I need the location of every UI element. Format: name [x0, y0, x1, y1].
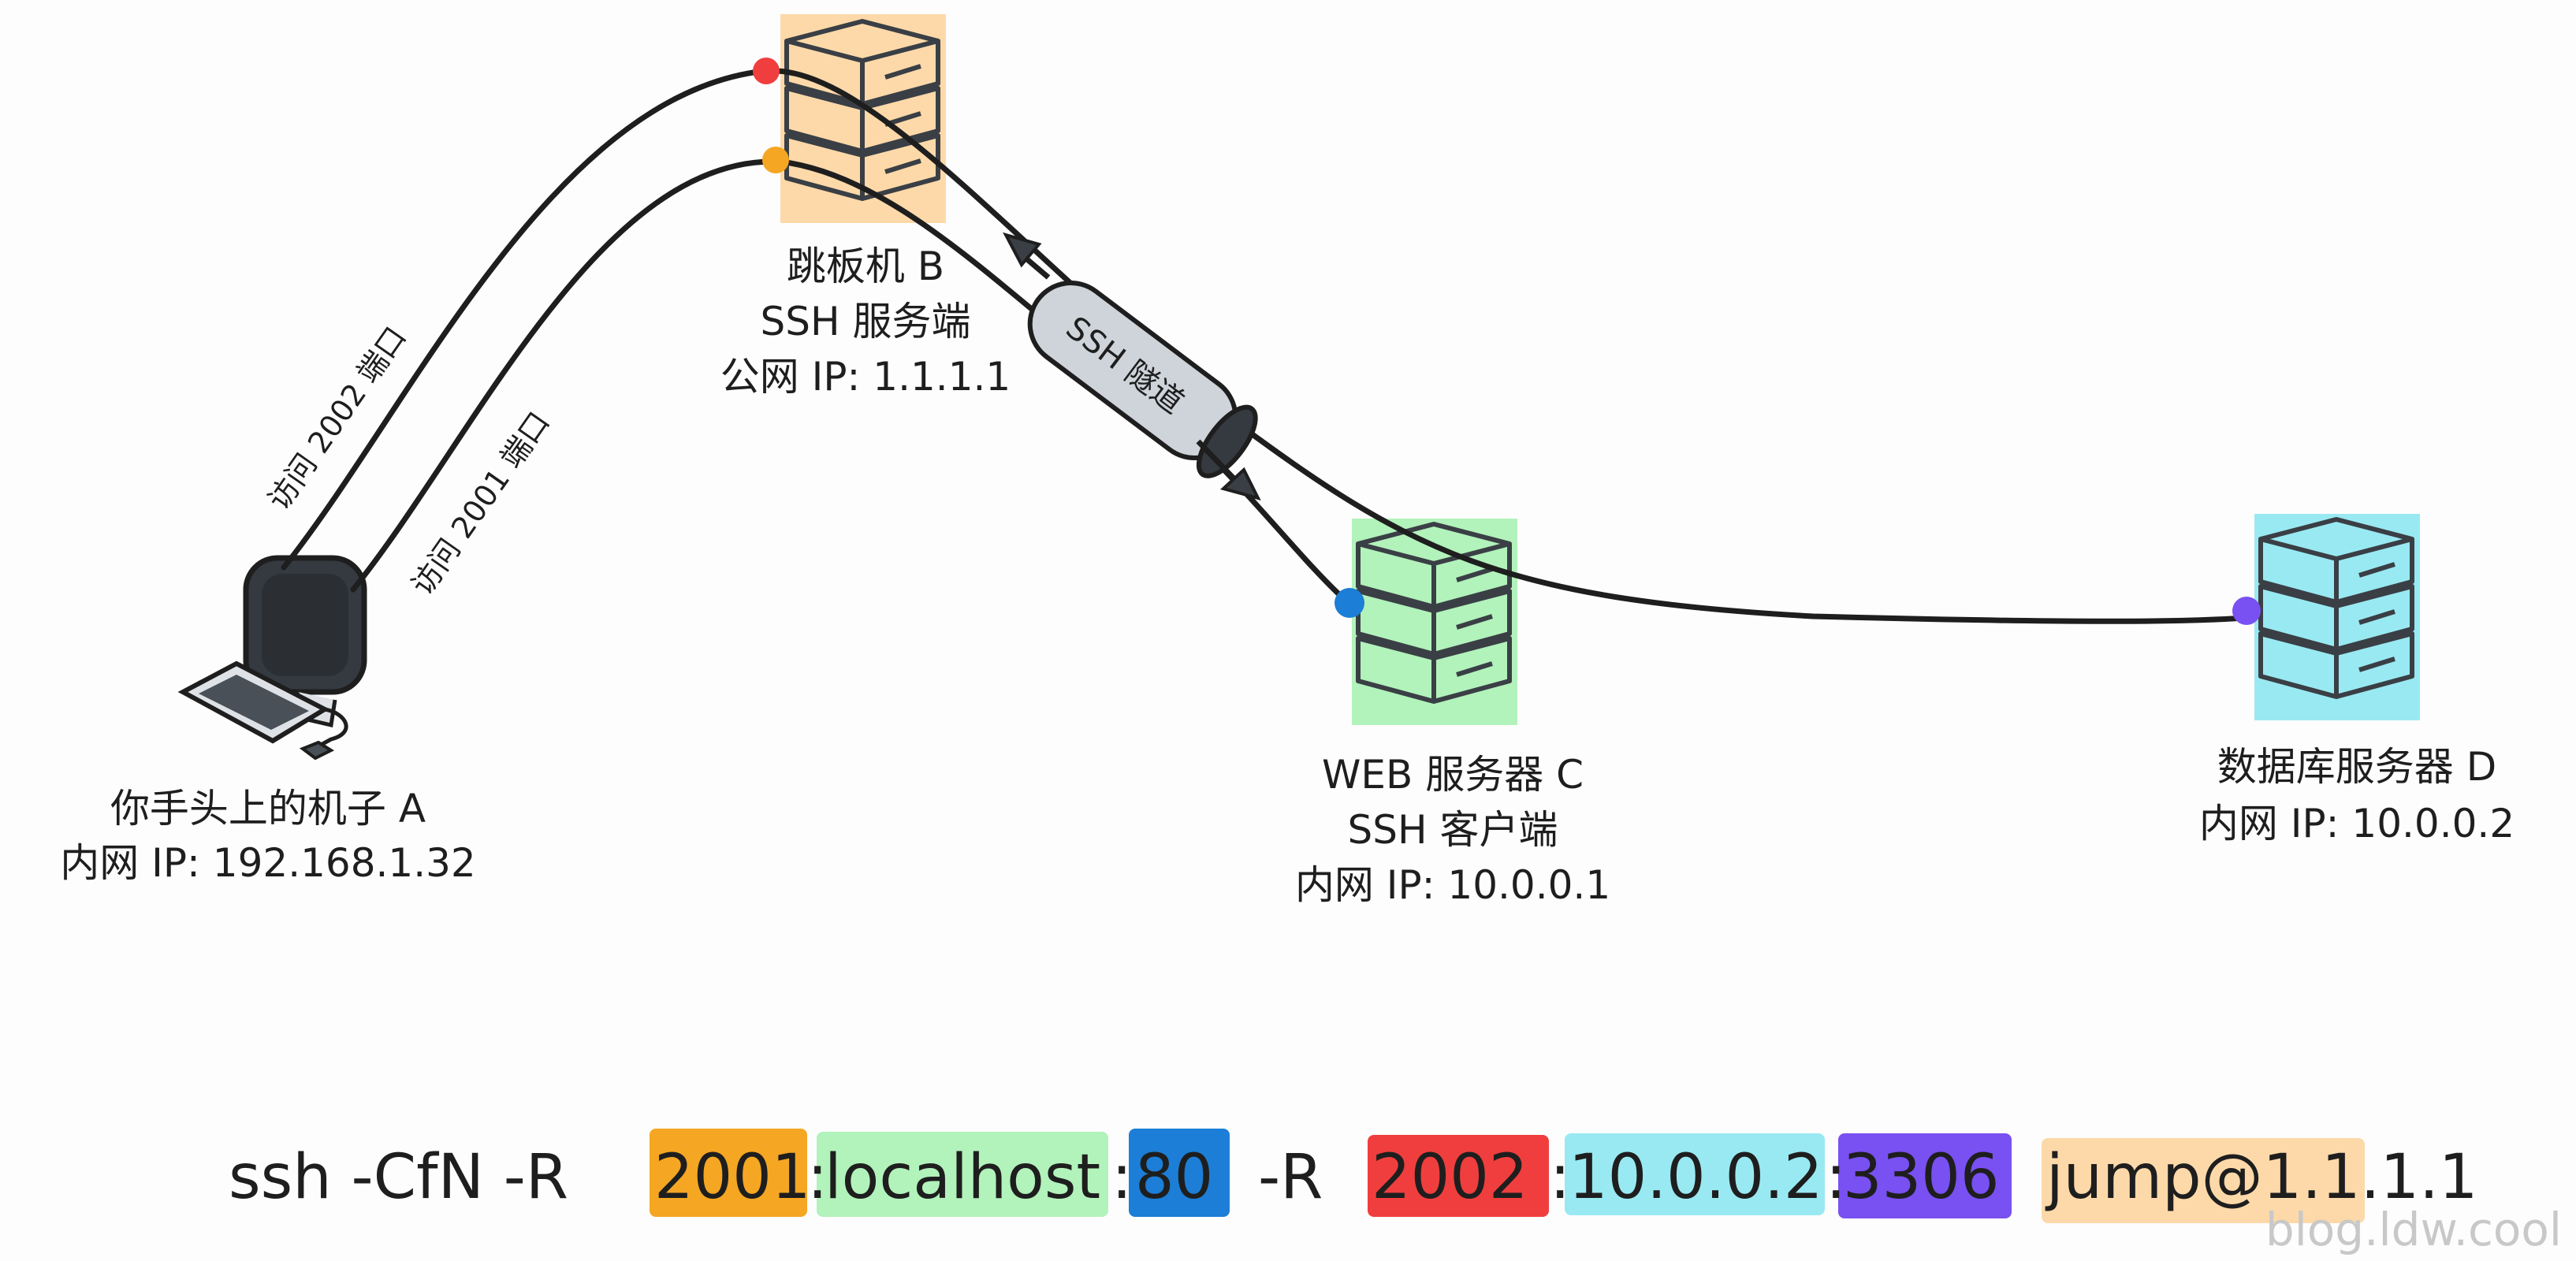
- server-icon: [2258, 517, 2414, 699]
- tunnel-arrow-up-icon: [1003, 232, 1051, 280]
- computer-icon: [177, 555, 367, 761]
- hl-port-2001: [650, 1129, 807, 1217]
- port-80-dot: [1335, 588, 1364, 618]
- edge-label-2001: 访问 2001 端口: [404, 405, 557, 601]
- link-a-to-b-2002: [281, 68, 768, 571]
- ssh-command: ssh -CfN -R 2001 : localhost : 80 -R 200…: [229, 1129, 2478, 1223]
- cmd-sep: :: [1826, 1142, 1846, 1213]
- svg-text:WEB 服务器 C: WEB 服务器 C: [1322, 752, 1584, 798]
- port-2002-dot: [753, 58, 780, 84]
- cmd-sep: :: [1550, 1142, 1570, 1213]
- hl-host-localhost: [817, 1132, 1108, 1217]
- node-b-label: 跳板机 B SSH 服务端 公网 IP: 1.1.1.1: [720, 244, 1011, 400]
- svg-text:内网 IP: 192.168.1.32: 内网 IP: 192.168.1.32: [60, 840, 476, 886]
- svg-text:数据库服务器 D: 数据库服务器 D: [2217, 744, 2496, 790]
- server-icon: [1356, 522, 1512, 704]
- cmd-host-localhost: localhost: [825, 1142, 1100, 1213]
- cmd-hostport-3306: 3306: [1843, 1142, 2000, 1213]
- port-3306-dot: [2232, 597, 2261, 625]
- node-d-label: 数据库服务器 D 内网 IP: 10.0.0.2: [2199, 744, 2515, 846]
- tunnel-arrow-down-icon: [1196, 439, 1261, 501]
- link-a-to-b-2001: [350, 158, 780, 593]
- svg-text:内网 IP: 10.0.0.2: 内网 IP: 10.0.0.2: [2199, 801, 2515, 846]
- server-icon: [784, 19, 940, 201]
- cmd-sep: :: [1111, 1142, 1132, 1213]
- svg-text:内网 IP: 10.0.0.1: 内网 IP: 10.0.0.1: [1295, 862, 1610, 908]
- svg-text:你手头上的机子 A: 你手头上的机子 A: [110, 786, 426, 831]
- link-b-to-d: [773, 68, 2248, 624]
- node-c-label: WEB 服务器 C SSH 客户端 内网 IP: 10.0.0.1: [1295, 752, 1610, 908]
- hl-host-db: [1565, 1133, 1825, 1215]
- cmd-host-db: 10.0.0.2: [1569, 1142, 1823, 1213]
- cmd-target: jump@1.1.1.1: [2045, 1142, 2478, 1213]
- port-2001-dot: [762, 147, 789, 173]
- svg-text:SSH 客户端: SSH 客户端: [1348, 807, 1558, 853]
- hl-port-80: [1129, 1129, 1230, 1217]
- cmd-sep: :: [807, 1142, 828, 1213]
- watermark: blog.ldw.cool: [2265, 1203, 2562, 1256]
- cmd-prefix: ssh -CfN -R: [229, 1142, 568, 1213]
- ssh-tunnel: SSH 隧道: [1027, 281, 1258, 478]
- cmd-port-2001: 2001: [654, 1142, 811, 1213]
- svg-text:SSH 服务端: SSH 服务端: [761, 299, 971, 344]
- node-a-label: 你手头上的机子 A 内网 IP: 192.168.1.32: [60, 786, 476, 886]
- hl-port-3306: [1838, 1133, 2012, 1218]
- svg-text:公网 IP: 1.1.1.1: 公网 IP: 1.1.1.1: [720, 354, 1011, 400]
- svg-text:跳板机 B: 跳板机 B: [787, 244, 944, 289]
- cmd-hostport-80: 80: [1135, 1142, 1213, 1213]
- cmd-port-2002: 2002: [1372, 1142, 1528, 1213]
- svg-text:ssh -CfN -R 2001 :: ssh -CfN -R 2001 : localhost : 80 -R 200…: [229, 1142, 2478, 1213]
- cmd-flag: -R: [1258, 1142, 1323, 1213]
- hl-jump-host: [2042, 1138, 2365, 1223]
- hl-port-2002: [1368, 1135, 1549, 1217]
